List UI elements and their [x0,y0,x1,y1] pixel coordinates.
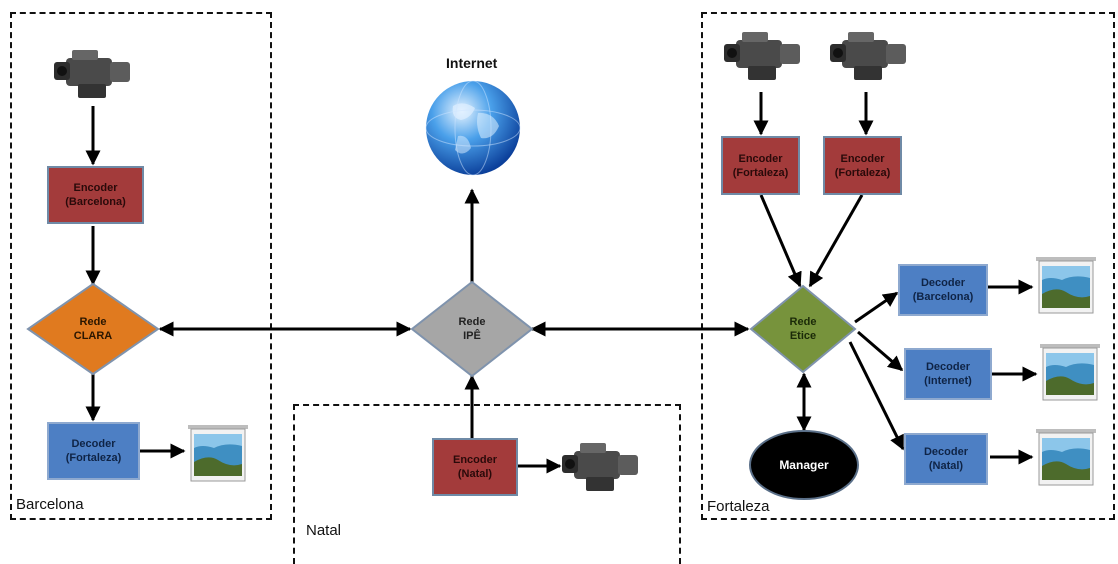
encoder-barcelona: Encoder (Barcelona) [47,166,144,224]
video-camera-icon [562,443,638,491]
decoder-barcelona: Decoder (Barcelona) [898,264,988,316]
arrow-etice-to-decoder-natal [848,341,905,451]
decoder-internet: Decoder (Internet) [904,348,992,400]
network-ipe-diamond [410,280,534,378]
connectors [26,92,1038,500]
network-etice-label: Rede Etice [789,316,817,342]
region-barcelona [10,12,272,520]
projector-screen-icon [188,425,248,482]
arrow-encoder-fortaleza-1-to-etice [759,194,802,288]
arrow-encoder-fortaleza-2-to-etice [808,194,864,288]
manager-node [749,430,859,500]
region-label-fortaleza: Fortaleza [707,498,770,515]
encoder-natal: Encoder (Natal) [432,438,518,496]
encoder-fortaleza-2: Encoder (Fortaleza) [823,136,902,195]
region-label-natal: Natal [306,522,342,539]
video-camera-icon [830,32,906,80]
network-clara-diamond [26,282,160,376]
video-camera-icon [54,50,130,98]
projector-screen-icon [1036,429,1096,486]
network-clara-label: Rede CLARA [73,316,113,342]
video-camera-icon [724,32,800,80]
projector-screen-icon [1040,344,1100,401]
network-ipe-label: Rede IPÊ [458,316,486,342]
region-natal [293,404,681,564]
decoder-fortaleza-barcelona-site: Decoder (Fortaleza) [47,422,140,480]
arrow-etice-to-decoder-internet [857,330,904,372]
decoder-natal: Decoder (Natal) [904,433,988,485]
manager-label: Manager [779,458,829,472]
globe-icon [425,80,521,176]
arrow-etice-to-decoder-barcelona [854,291,899,324]
network-diagram: Barcelona Natal Fortaleza [10,12,1115,564]
region-label-barcelona: Barcelona [16,496,84,513]
projector-screen-icon [1036,257,1096,314]
internet-label: Internet [446,55,498,71]
region-fortaleza [701,12,1115,520]
network-etice-diamond [749,284,857,374]
encoder-fortaleza-1: Encoder (Fortaleza) [721,136,800,195]
